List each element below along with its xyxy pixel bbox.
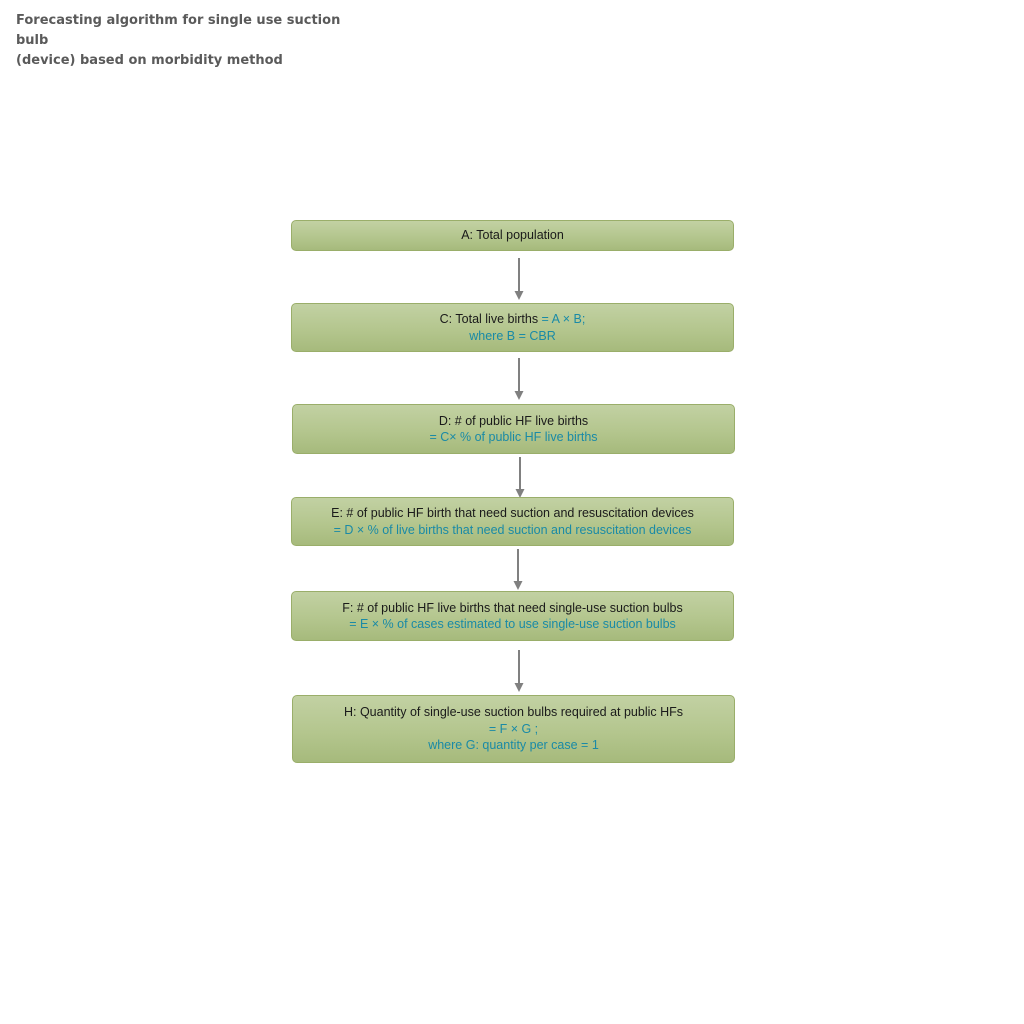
node-h-formula: = F × G ; [488,721,539,736]
node-c-note: where B = CBR [469,328,556,343]
node-d-label: D: # of public HF live births [438,413,589,428]
node-a-total-population: A: Total population [291,220,734,251]
node-f-births-needing-suction-bulbs: F: # of public HF live births that need … [291,591,734,641]
node-c-formula: = A × B; [538,312,586,326]
node-c-label: C: Total live births [439,312,539,326]
node-f-formula: = E × % of cases estimated to use single… [349,617,676,631]
node-h-quantity-required: H: Quantity of single-use suction bulbs … [292,695,735,763]
arrow-c-to-d [513,358,525,401]
node-a-label: A: Total population [461,228,564,243]
diagram-title-line-1: Forecasting algorithm for single use suc… [16,13,341,48]
node-e-births-needing-devices: E: # of public HF birth that need suctio… [291,497,734,546]
diagram-title: Forecasting algorithm for single use suc… [16,11,376,71]
node-h-label: H: Quantity of single-use suction bulbs … [343,705,684,720]
node-d-public-hf-live-births: D: # of public HF live births = C× % of … [292,404,735,454]
arrow-e-to-f [512,549,524,591]
arrow-f-to-h [513,650,525,693]
node-h-note: where G: quantity per case = 1 [428,738,599,753]
node-e-label: E: # of public HF birth that need suctio… [331,506,694,520]
arrow-d-to-e [514,457,526,499]
arrow-a-to-c [513,258,525,301]
node-f-label: F: # of public HF live births that need … [342,600,683,615]
node-d-formula: = C× % of public HF live births [429,430,598,444]
node-c-total-live-births: C: Total live births = A × B; where B = … [291,303,734,352]
diagram-title-line-2: (device) based on morbidity method [16,53,283,68]
node-e-formula: = D × % of live births that need suction… [333,522,692,537]
